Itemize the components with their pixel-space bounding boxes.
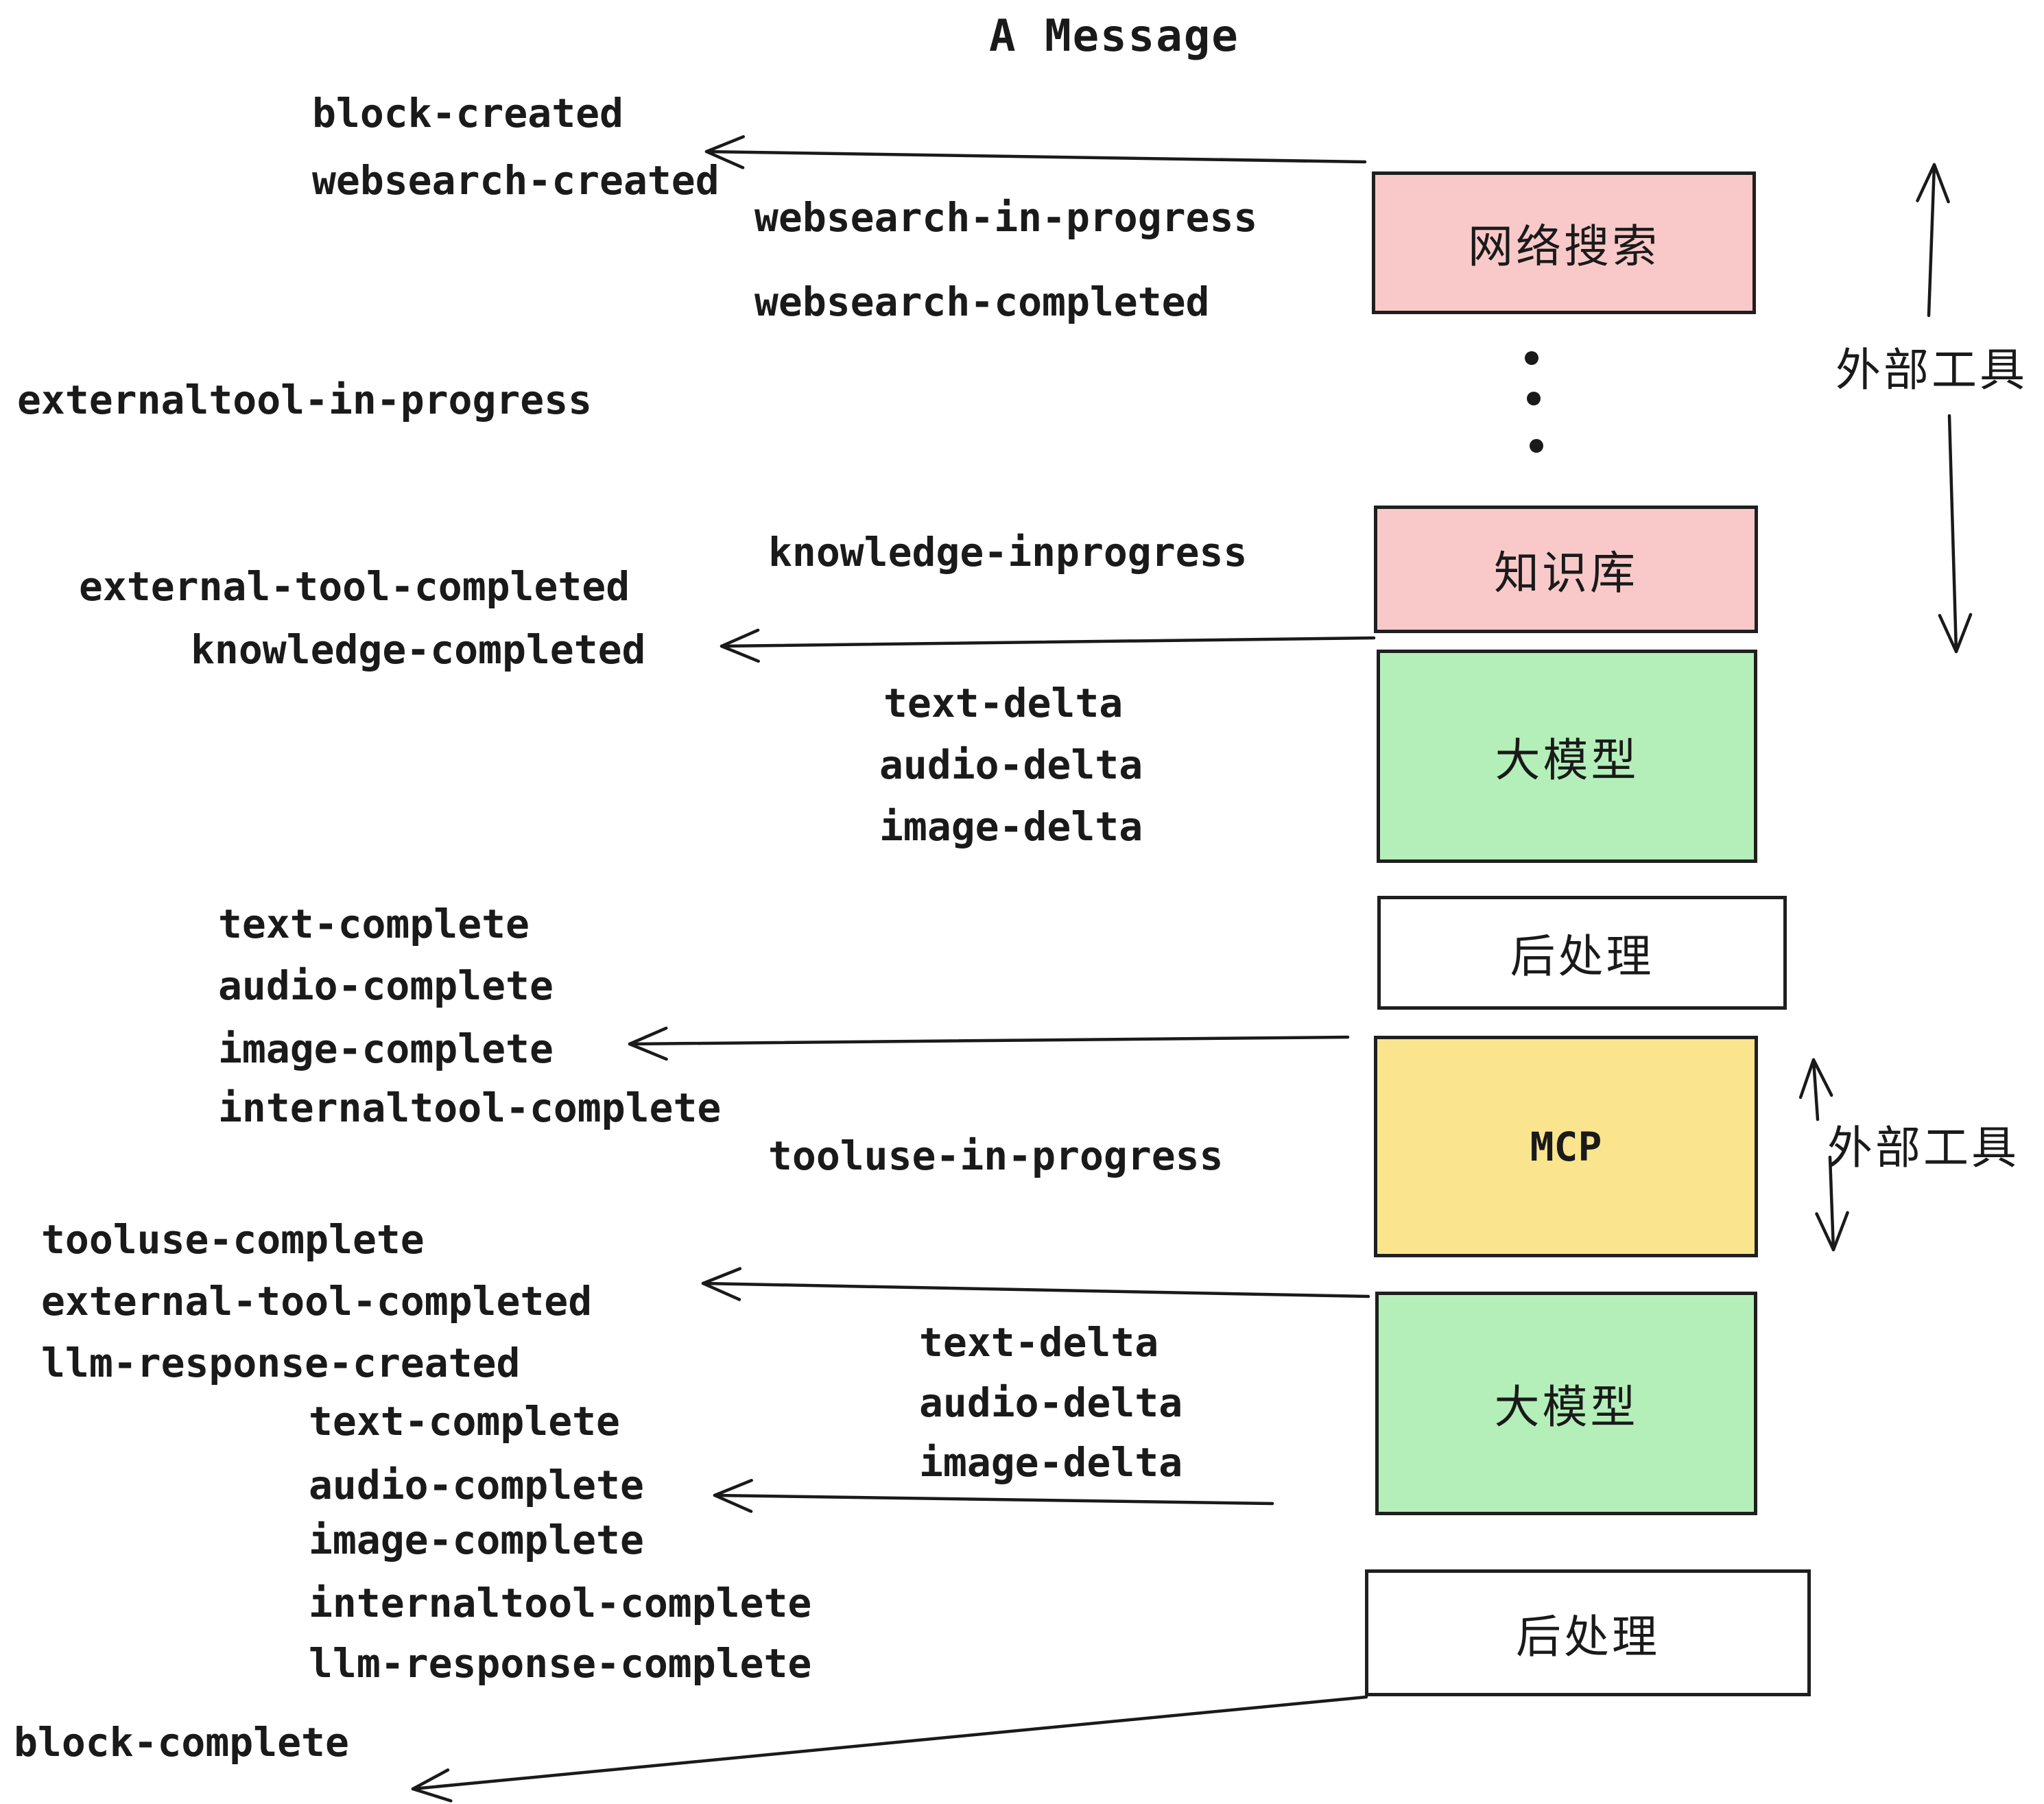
box-llm-2-label: 大模型 [1494, 1381, 1639, 1432]
box-websearch-label: 网络搜索 [1468, 221, 1660, 272]
vertical-ellipsis-dot [1527, 392, 1541, 405]
event-label-websearch-in-progress: websearch-in-progress [754, 194, 1258, 241]
box-postprocess-2: 后处理 [1365, 1569, 1811, 1696]
arrow-external-tools-down-icon [1938, 414, 1973, 654]
event-label-knowledge-completed: knowledge-completed [191, 626, 646, 673]
arrow-image-complete-icon [628, 1026, 1350, 1061]
arrow-tooluse-complete-icon [701, 1267, 1370, 1301]
box-knowledge-base-label: 知识库 [1494, 547, 1638, 598]
event-label-text-complete-2: text-complete [309, 1398, 620, 1445]
event-label-llm-response-complete: llm-response-complete [309, 1640, 812, 1687]
event-label-external-tool-completed-2: external-tool-completed [41, 1278, 593, 1325]
event-label-audio-delta-2: audio-delta [919, 1379, 1183, 1426]
annotation-external-tools-top: 外部工具 [1835, 344, 2028, 395]
event-label-image-delta: image-delta [879, 803, 1143, 850]
box-knowledge-base: 知识库 [1374, 506, 1758, 633]
arrow-audio-complete-icon [713, 1478, 1274, 1513]
event-label-internaltool-complete-2: internaltool-complete [309, 1580, 812, 1626]
event-label-block-complete: block-complete [14, 1719, 349, 1766]
box-llm-1-label: 大模型 [1495, 734, 1639, 785]
box-mcp: MCP [1374, 1036, 1758, 1257]
event-label-image-delta-2: image-delta [919, 1439, 1183, 1486]
arrow-knowledge-completed-icon [720, 628, 1376, 663]
event-label-externaltool-in-progress: externaltool-in-progress [17, 377, 593, 423]
event-label-tooluse-in-progress: tooluse-in-progress [768, 1132, 1224, 1179]
event-label-image-complete-2: image-complete [309, 1517, 644, 1563]
arrow-mcp-external-down-icon [1815, 1155, 1849, 1252]
box-websearch: 网络搜索 [1372, 171, 1756, 314]
box-llm-1: 大模型 [1377, 650, 1757, 863]
event-label-websearch-created: websearch-created [312, 157, 720, 204]
event-label-block-created: block-created [312, 90, 623, 137]
event-label-audio-complete: audio-complete [218, 962, 554, 1009]
box-llm-2: 大模型 [1375, 1292, 1757, 1515]
event-label-audio-delta: audio-delta [879, 741, 1143, 788]
event-label-text-delta: text-delta [883, 680, 1124, 726]
box-postprocess-2-label: 后处理 [1516, 1611, 1660, 1662]
event-label-image-complete: image-complete [218, 1025, 554, 1072]
box-postprocess-1: 后处理 [1377, 896, 1787, 1010]
event-label-text-delta-2: text-delta [919, 1319, 1159, 1366]
diagram-title: A Message [989, 11, 1239, 62]
event-label-websearch-completed: websearch-completed [754, 278, 1210, 325]
event-label-external-tool-completed: external-tool-completed [79, 563, 630, 610]
box-postprocess-1-label: 后处理 [1510, 931, 1654, 982]
event-label-llm-response-created: llm-response-created [41, 1340, 521, 1386]
event-label-knowledge-inprogress: knowledge-inprogress [768, 529, 1248, 575]
arrow-block-complete-icon [411, 1695, 1368, 1803]
event-label-text-complete: text-complete [218, 901, 530, 947]
arrow-websearch-created-icon [704, 135, 1367, 169]
vertical-ellipsis-dot [1525, 351, 1538, 365]
arrow-external-tools-up-icon [1916, 163, 1950, 318]
arrow-mcp-external-up-icon [1798, 1058, 1833, 1121]
vertical-ellipsis-dot [1530, 439, 1543, 453]
box-mcp-label: MCP [1530, 1123, 1602, 1170]
annotation-external-tools-bottom: 外部工具 [1827, 1122, 2019, 1173]
event-label-internaltool-complete: internaltool-complete [218, 1084, 722, 1131]
event-label-audio-complete-2: audio-complete [309, 1462, 644, 1508]
event-label-tooluse-complete: tooluse-complete [41, 1216, 425, 1263]
